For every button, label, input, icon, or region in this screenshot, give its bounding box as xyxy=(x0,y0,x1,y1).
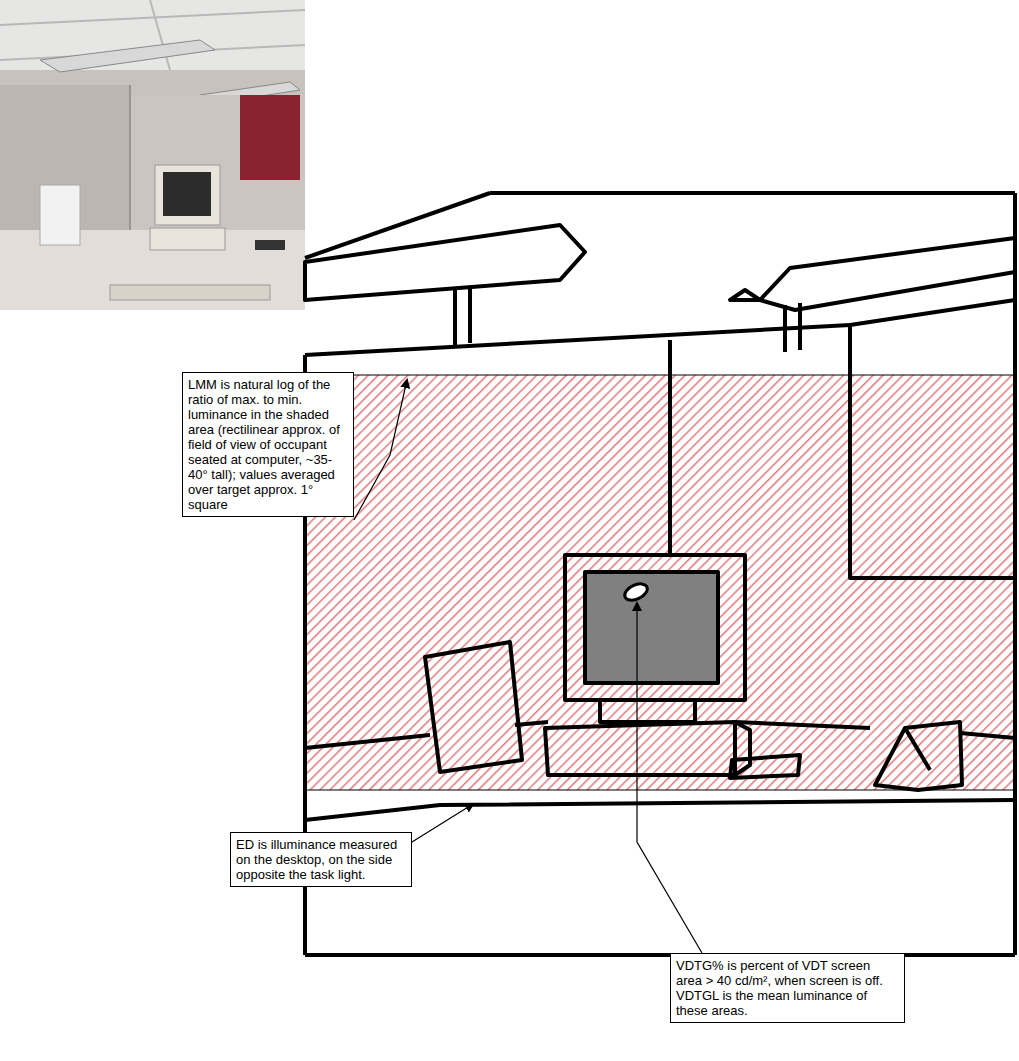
callout-text: ED is illuminance measured on the deskto… xyxy=(236,837,406,882)
frame-line xyxy=(305,953,1015,957)
partition-seam xyxy=(668,340,672,555)
leader-line xyxy=(354,380,407,520)
luminaire-outline xyxy=(730,290,760,300)
luminaire-outline xyxy=(760,238,1015,310)
photo-background xyxy=(0,0,305,310)
callout-box: VDTG% is percent of VDT screen area > 40… xyxy=(670,953,905,1023)
photo-partition-seam xyxy=(129,85,131,255)
photo-monitor xyxy=(155,165,220,225)
office-photo xyxy=(0,0,305,310)
callout-box: LMM is natural log of the ratio of max. … xyxy=(182,372,354,517)
monitor-screen xyxy=(585,572,718,683)
frame-line xyxy=(1013,193,1017,955)
callout-text: VDTG% is percent of VDT screen area > 40… xyxy=(676,958,899,1018)
desk-back-edge xyxy=(305,735,430,748)
phone-edge xyxy=(905,728,930,770)
photo-luminaire xyxy=(40,40,215,72)
computer-base-edge xyxy=(733,722,737,775)
document-holder xyxy=(425,642,522,772)
field-of-view-hatch xyxy=(305,375,1017,790)
photo-red-panel xyxy=(240,95,300,180)
partition-top xyxy=(305,325,850,355)
photo-cpu xyxy=(150,228,225,250)
ceiling-grid xyxy=(150,0,170,70)
desk-back-edge xyxy=(960,733,1015,738)
right-partition xyxy=(850,325,1015,578)
luminaire-pendant xyxy=(468,288,472,343)
photo-document-holder xyxy=(40,185,80,245)
partition-top xyxy=(850,300,1015,325)
photo-screen xyxy=(163,172,211,216)
desk-front-edge xyxy=(305,800,1015,820)
leader-line xyxy=(412,804,473,842)
monitor-stand xyxy=(600,700,695,722)
callout-box: ED is illuminance measured on the deskto… xyxy=(230,832,412,887)
photo-partition xyxy=(0,85,130,255)
luminaire-pendant xyxy=(453,290,457,345)
photo-phone xyxy=(255,240,285,250)
desk-back-edge xyxy=(735,722,870,728)
hatch-boundary xyxy=(305,375,1015,376)
luminaire-outline xyxy=(305,225,585,300)
mouse-pad xyxy=(730,755,800,778)
leader-line xyxy=(637,603,702,953)
callout-text: LMM is natural log of the ratio of max. … xyxy=(188,377,348,512)
screen-glare xyxy=(622,581,650,604)
monitor-bezel xyxy=(565,555,745,700)
computer-base xyxy=(545,722,750,775)
frame-line xyxy=(490,191,1015,195)
phone xyxy=(875,722,962,790)
photo-keyboard xyxy=(110,285,270,300)
